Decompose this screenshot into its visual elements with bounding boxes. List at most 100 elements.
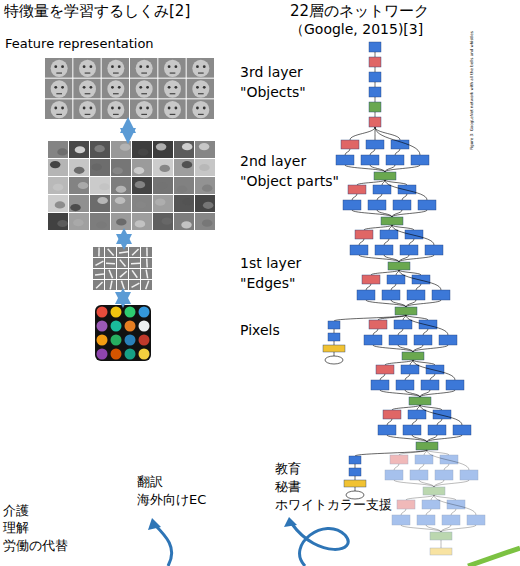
pixel-dot [97,307,108,318]
edge-feature [93,269,104,279]
face-feature [102,58,129,78]
network-wire [373,345,413,352]
edge-feature [129,280,140,290]
layer-block [382,290,400,300]
layer-block [373,185,391,194]
network-wire [334,341,335,345]
face-feature [73,79,100,99]
network-wire [441,540,442,548]
layer-block [428,425,446,435]
layer-block [408,410,426,419]
face-feature [45,99,72,119]
network-wire [355,476,356,480]
layer-block [323,345,345,352]
layer-description: "Edges" [240,275,295,292]
face-feature [187,99,214,119]
part-feature [195,213,215,230]
network-wire [371,270,399,275]
network-wire [391,284,396,290]
layer-block [364,335,382,345]
layer-block [432,290,450,300]
edge-feature [105,269,116,279]
network-wire [441,525,476,532]
face-feature [158,79,185,99]
layer-block [369,117,381,127]
layer-block [328,321,340,329]
part-feature [195,177,215,194]
double-arrow [122,236,126,242]
part-feature [111,213,131,230]
network-wire [359,239,364,245]
layer-block [386,155,404,165]
network-wire [377,194,382,200]
network-wire [434,480,469,487]
layer-block [403,425,421,435]
face-feature [158,58,185,78]
arrow-head [284,517,297,527]
network-wire [426,509,431,515]
layer-block [380,230,398,239]
face-feature [73,58,100,78]
pixel-dot [97,321,108,332]
network-wire [359,255,399,262]
network-wire [427,450,469,470]
part-feature [90,159,110,176]
layer-block [392,515,410,525]
network-wire [423,329,428,335]
network-wire [416,284,421,290]
face-feature [102,99,129,119]
part-feature [90,141,110,158]
network-wire [413,345,448,352]
slide-label: 教育 [275,461,301,477]
slide-label: Feature representation [5,36,154,52]
edge-feature [105,258,116,268]
network-wire [364,225,392,230]
pixel-dot [125,321,136,332]
slide-label: 理解 [3,520,29,536]
part-feature [90,177,110,194]
layer-block [393,200,411,210]
edge-feature [141,269,152,279]
network-wire [384,255,399,262]
layer-block [343,200,361,210]
network-wire [405,374,410,380]
network-wire [355,464,356,468]
edge-feature [141,247,152,257]
network-wire [385,360,413,365]
network-wire [398,345,413,352]
network-wire [375,52,376,57]
part-feature [69,213,89,230]
layer-block [387,275,405,284]
layer-block [369,42,381,52]
layer-block [369,102,381,112]
part-feature [153,177,173,194]
layer-block [425,245,443,255]
network-wire [419,464,424,470]
network-wire [391,300,406,307]
layer-block [446,380,464,390]
layer-block [412,275,430,284]
pixel-dot [111,335,122,346]
network-wire [402,194,407,200]
network-wire [378,315,406,320]
network-wire [370,149,375,155]
layer-block [369,57,381,67]
network-wire [370,165,385,172]
network-wire [437,419,442,425]
double-arrow [126,125,130,136]
network-wire [377,210,392,217]
network-wire [395,149,400,155]
edge-feature [93,280,104,290]
network-wire [380,390,420,397]
layer-block [394,320,412,329]
pixel-dot [139,321,150,332]
network-wire [334,352,335,356]
edge-feature [117,280,128,290]
layer-block [440,455,458,464]
part-feature [195,195,215,212]
edge-feature [129,247,140,257]
layer-node: Pixels [95,305,151,361]
layer-block [411,155,429,165]
layer-node: 2nd layer"Object parts" [48,141,216,231]
